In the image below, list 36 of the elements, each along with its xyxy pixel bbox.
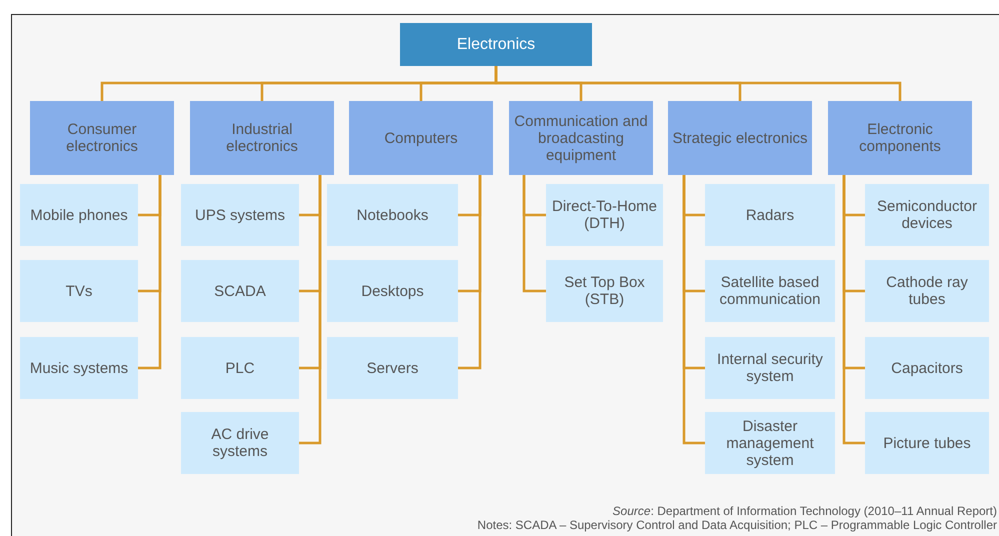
- category-box: Communication and broadcasting equipment: [509, 101, 653, 175]
- item-box: Servers: [327, 337, 458, 399]
- item-box: AC drive systems: [181, 412, 299, 474]
- item-box: Music systems: [20, 337, 138, 399]
- item-box: Set Top Box (STB): [546, 260, 663, 322]
- item-box: Direct-To-Home (DTH): [546, 184, 663, 246]
- source-note: Source: Department of Information Technology (2010–11 Annual Report): [612, 504, 997, 518]
- item-box: Satellite based communication: [705, 260, 835, 322]
- root-box: Electronics: [400, 23, 592, 66]
- item-box: UPS systems: [181, 184, 299, 246]
- category-box: Strategic electronics: [668, 101, 812, 175]
- item-box: Radars: [705, 184, 835, 246]
- item-box: Disaster management system: [705, 412, 835, 474]
- category-box: Electronic components: [828, 101, 972, 175]
- connector-line: [299, 175, 322, 444]
- item-box: Capacitors: [865, 337, 989, 399]
- item-box: Notebooks: [327, 184, 458, 246]
- connector-line: [494, 66, 902, 101]
- category-box: Computers: [349, 101, 493, 175]
- connector-line: [458, 175, 482, 370]
- item-box: PLC: [181, 337, 299, 399]
- item-box: Semiconductor devices: [865, 184, 989, 246]
- item-box: Picture tubes: [865, 412, 989, 474]
- connector-line: [842, 175, 865, 444]
- item-box: Mobile phones: [20, 184, 138, 246]
- item-box: Internal security system: [705, 337, 835, 399]
- item-box: Cathode ray tubes: [865, 260, 989, 322]
- item-box: Desktops: [327, 260, 458, 322]
- item-box: TVs: [20, 260, 138, 322]
- category-box: Consumer electronics: [30, 101, 174, 175]
- connector-line: [138, 175, 162, 370]
- category-box: Industrial electronics: [190, 101, 334, 175]
- connector-line: [522, 175, 546, 292]
- item-box: SCADA: [181, 260, 299, 322]
- connector-line: [682, 175, 705, 444]
- footnote: Notes: SCADA – Supervisory Control and Data Acquisition; PLC – Programmable Logic Controller: [477, 518, 997, 532]
